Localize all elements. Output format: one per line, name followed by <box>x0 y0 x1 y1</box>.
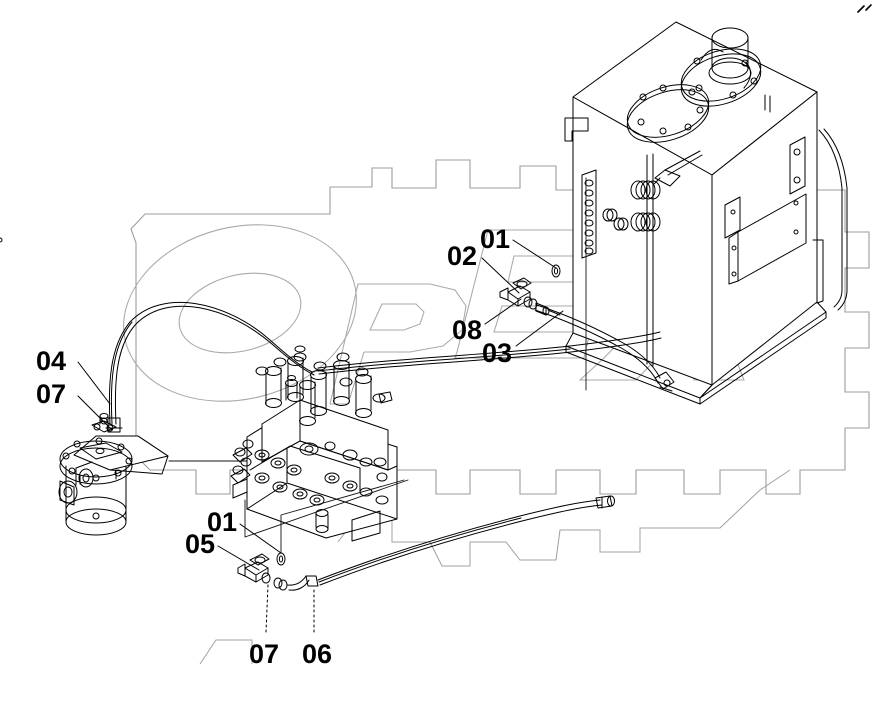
tank-port-fitting-upper <box>630 180 661 200</box>
fitting-group-lower <box>237 552 319 591</box>
callout-label-04: 04 <box>36 346 67 376</box>
pilot-spool-caps <box>265 356 372 426</box>
callout-label-01-upper: 01 <box>480 224 511 254</box>
callout-label-06: 06 <box>302 639 333 669</box>
swing-motor <box>58 413 169 536</box>
valve-left-fittings <box>230 439 254 499</box>
corner-tick-mark <box>857 4 872 13</box>
watermark-lower-sweep <box>199 469 791 665</box>
pilot-hose-03 <box>534 304 675 392</box>
main-control-valve <box>230 345 398 542</box>
pilot-hose-04 <box>105 302 315 433</box>
callout-label-07-upper: 07 <box>36 379 67 409</box>
callout-leader-lines-dotted <box>265 584 315 633</box>
callout-label-01-lower: 01 <box>207 507 238 537</box>
hydraulic-oil-tank <box>0 21 848 405</box>
pilot-hose-06 <box>317 495 615 586</box>
valve-front-ports <box>254 441 389 506</box>
callout-label-03: 03 <box>482 338 513 368</box>
callout-leader-lines <box>77 239 564 571</box>
reference-frame-lines <box>168 177 587 554</box>
callout-label-07-lower: 07 <box>249 639 280 669</box>
tank-port-fitting-lower <box>630 212 661 232</box>
callout-label-02: 02 <box>447 241 478 271</box>
callout-label-08: 08 <box>452 315 483 345</box>
pilot-hose-valve-to-tank <box>317 331 662 375</box>
callout-label-05: 05 <box>185 529 216 559</box>
